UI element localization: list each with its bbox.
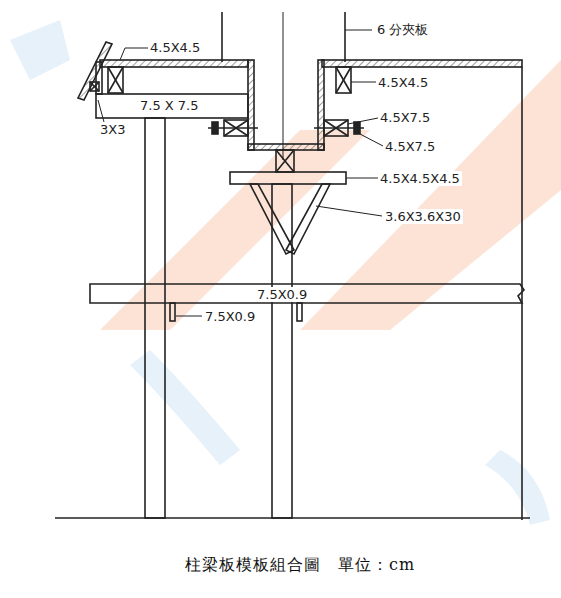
formwork — [55, 12, 530, 520]
dimension-label: 4.5X4.5 — [148, 40, 202, 55]
dimension-label: 4.5X4.5 — [376, 75, 430, 90]
dimension-label: 7.5X0.9 — [255, 287, 309, 302]
watermark — [10, 20, 561, 525]
dimension-label: 4.5X7.5 — [378, 110, 432, 125]
dimension-label: 7.5 X 7.5 — [138, 98, 201, 113]
dimension-label: 3.6X3.6X30 — [383, 209, 463, 224]
dimension-label: 3X3 — [98, 122, 127, 137]
dimension-label: 4.5X4.5X4.5 — [378, 171, 462, 186]
dimension-label: 7.5X0.9 — [203, 309, 257, 324]
caption: 柱梁板模板組合圖 單位：cm — [185, 555, 415, 576]
dimension-label: 4.5X7.5 — [383, 139, 437, 154]
dimension-label: 6 分夾板 — [375, 22, 430, 37]
